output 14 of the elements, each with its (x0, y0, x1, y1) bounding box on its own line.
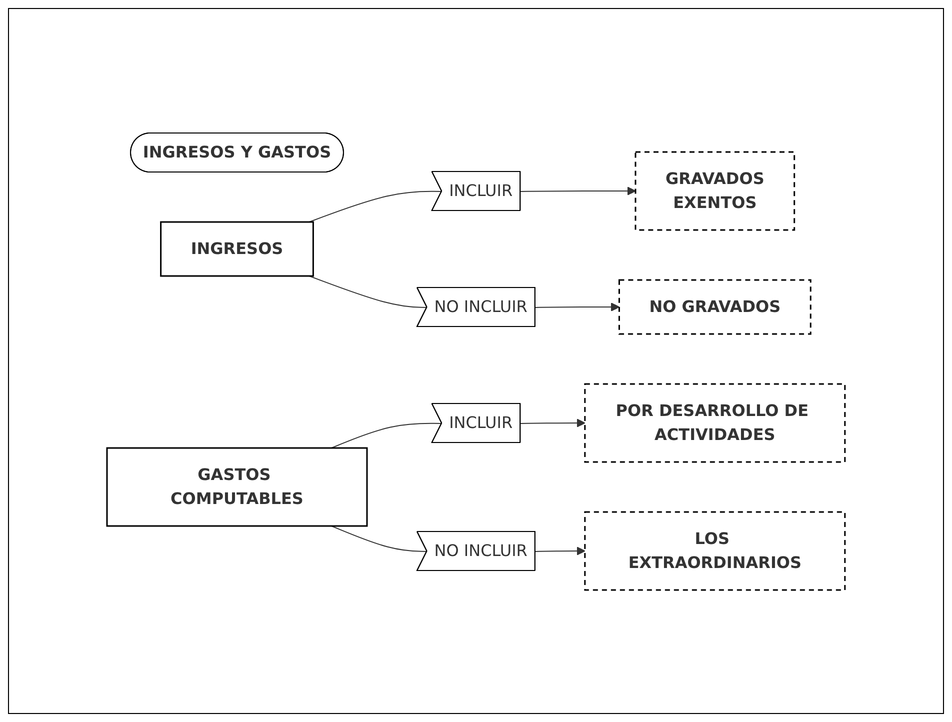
node-box: GRAVADOS EXENTOS (634, 150, 796, 230)
node-box: LOS EXTRAORDINARIOS (584, 510, 846, 590)
node-box: POR DESARROLLO DE ACTIVIDADES (584, 382, 846, 462)
connector (330, 422, 443, 448)
connector (308, 275, 428, 308)
connector (308, 190, 443, 222)
node-box: NO GRAVADOS (618, 278, 812, 334)
node-box: GASTOS COMPUTABLES (106, 446, 368, 526)
arrow (520, 418, 586, 427)
arrow (520, 186, 636, 195)
arrow (534, 302, 620, 311)
connector (330, 525, 428, 552)
arrow (534, 546, 586, 555)
node-box: INGRESOS (160, 220, 314, 276)
